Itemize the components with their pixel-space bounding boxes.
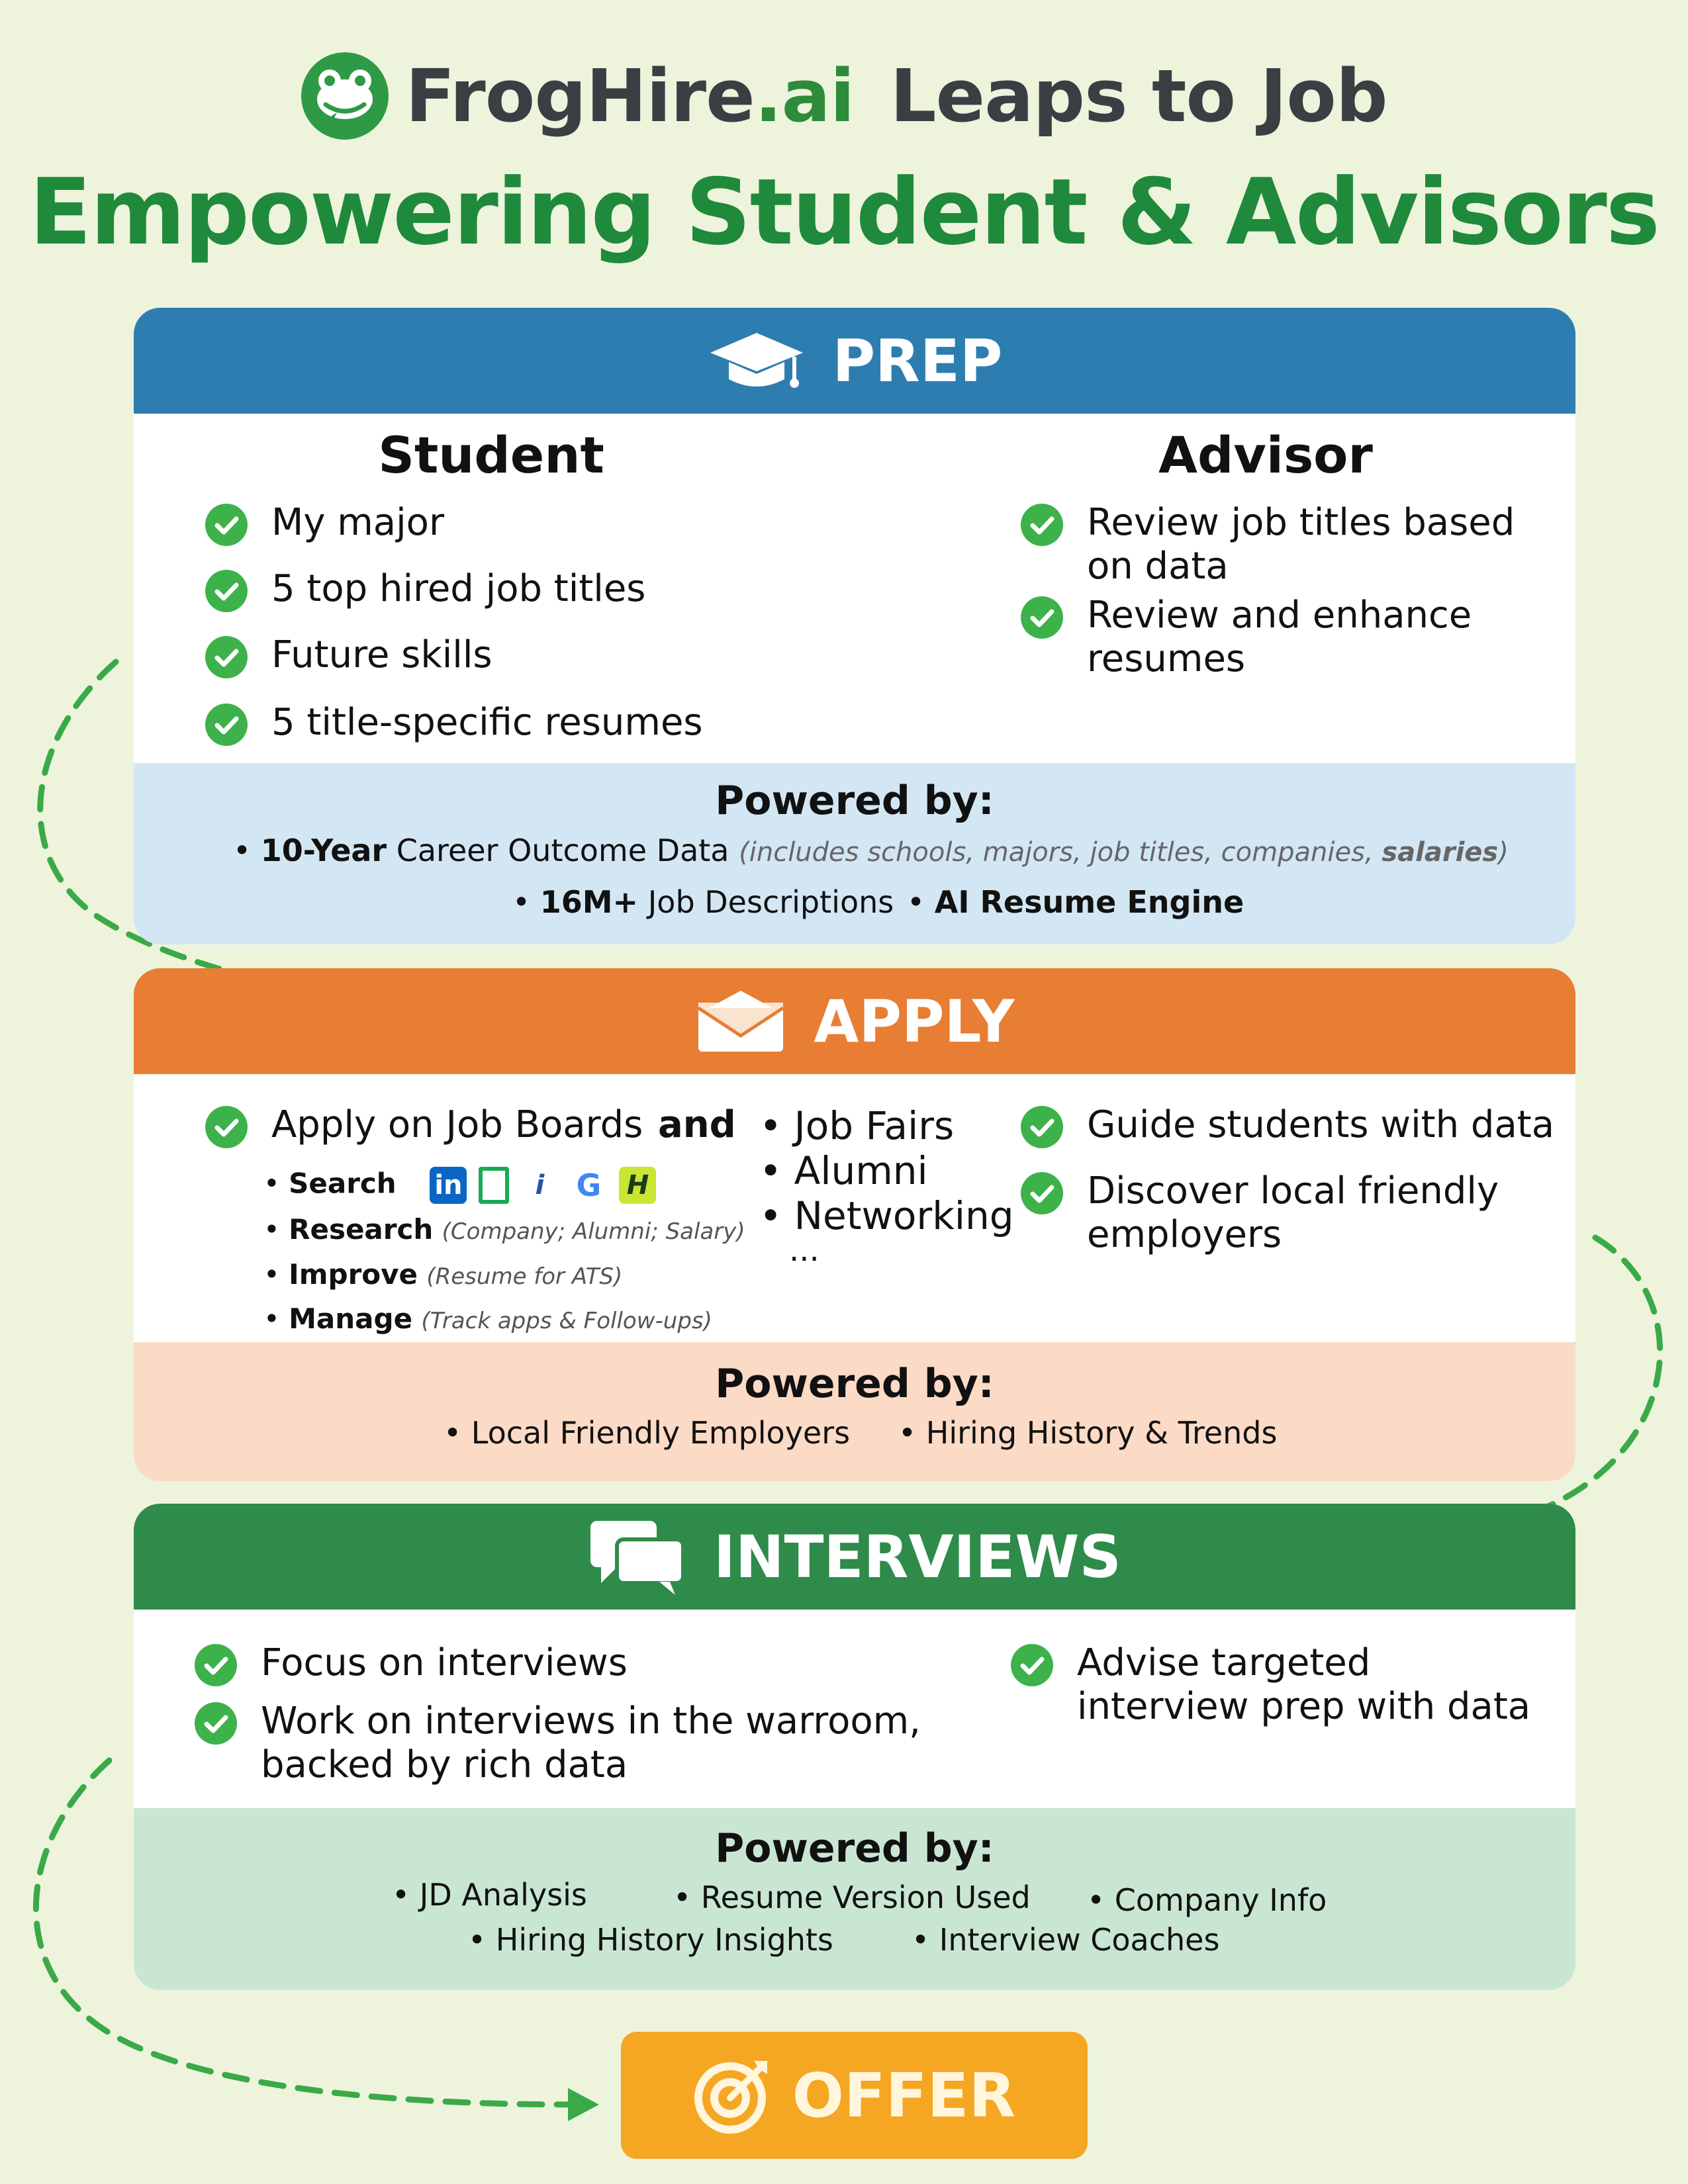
graduation-cap-icon <box>710 333 803 388</box>
interviews-student-item: Work on interviews in the warroom, backe… <box>261 1700 921 1786</box>
check-icon <box>1011 1644 1053 1686</box>
apply-main-item: Apply on Job Boards <box>271 1103 643 1146</box>
apply-powered-by: Powered by: • Local Friendly Employers •… <box>134 1342 1575 1481</box>
check-icon <box>195 1644 237 1686</box>
check-icon <box>205 636 248 678</box>
interviews-label: INTERVIEWS <box>714 1522 1121 1591</box>
check-icon <box>1021 596 1063 639</box>
target-icon <box>694 2061 767 2134</box>
student-column-title: Student <box>378 426 604 484</box>
apply-middle-item: ... <box>789 1232 820 1269</box>
check-icon <box>205 1106 248 1148</box>
powered-item: • 10-Year Career Outcome Data (includes … <box>233 833 1509 868</box>
advisor-column-title: Advisor <box>1158 426 1373 484</box>
powered-item: • 16M+ Job Descriptions <box>512 884 894 920</box>
interviews-advisor-item: Advise targeted interview prep with data <box>1077 1641 1531 1728</box>
powered-item: • Resume Version Used <box>673 1880 1031 1915</box>
check-icon <box>1021 1106 1063 1148</box>
offer-badge: OFFER <box>621 2032 1088 2159</box>
prep-advisor-item: Review job titles based on data <box>1087 501 1515 588</box>
brand-suffix: .ai <box>754 54 855 138</box>
powered-item: • Hiring History & Trends <box>898 1415 1278 1451</box>
apply-sub-manage: • Manage (Track apps & Follow-ups) <box>263 1302 712 1335</box>
powered-by-title: Powered by: <box>715 1361 994 1407</box>
apply-header: APPLY <box>134 968 1575 1074</box>
prep-advisor-item: Review and enhance resumes <box>1087 594 1472 680</box>
prep-student-item: My major <box>271 501 444 544</box>
check-icon <box>205 704 248 746</box>
brand-tagline: Leaps to Job <box>890 54 1387 138</box>
check-icon <box>1021 1172 1063 1214</box>
prep-student-item: 5 top hired job titles <box>271 567 646 610</box>
prep-label: PREP <box>832 326 1003 395</box>
interviews-card: INTERVIEWS Focus on interviews Work on i… <box>134 1504 1575 1990</box>
prep-header: PREP <box>134 308 1575 414</box>
powered-item: • Company Info <box>1087 1882 1327 1918</box>
arrowhead-offer <box>568 2088 599 2121</box>
arrow-interviews-to-offer <box>32 1757 579 2108</box>
page-title: Empowering Student & Advisors <box>29 159 1660 265</box>
apply-label: APPLY <box>814 987 1015 1056</box>
prep-student-item: 5 title-specific resumes <box>271 701 703 744</box>
apply-middle-item: • Networking <box>759 1193 1014 1238</box>
check-icon <box>195 1702 237 1745</box>
envelope-icon <box>698 991 784 1052</box>
check-icon <box>1021 504 1063 546</box>
interviews-student-item: Focus on interviews <box>261 1641 628 1684</box>
brand-header: FrogHire.ai Leaps to Job <box>0 40 1688 152</box>
powered-item: • Hiring History Insights <box>468 1922 833 1958</box>
prep-student-item: Future skills <box>271 633 492 676</box>
apply-middle-item: • Job Fairs <box>759 1103 955 1148</box>
apply-middle-item: • Alumni <box>759 1148 928 1193</box>
prep-card: PREP Student Advisor My major 5 top hire… <box>134 308 1575 944</box>
handshake-icon: H <box>619 1167 657 1204</box>
glassdoor-icon <box>479 1167 510 1204</box>
check-icon <box>205 504 248 546</box>
google-icon: G <box>570 1167 608 1204</box>
linkedin-icon: in <box>430 1167 467 1204</box>
apply-sub-research: • Research (Company; Alumni; Salary) <box>263 1213 745 1246</box>
check-icon <box>205 570 248 612</box>
prep-powered-by: Powered by: • 10-Year Career Outcome Dat… <box>134 763 1575 944</box>
offer-label: OFFER <box>792 2060 1016 2131</box>
apply-advisor-item: Guide students with data <box>1087 1103 1555 1146</box>
brand-name: FrogHire.ai <box>405 54 855 138</box>
apply-and-label: and <box>658 1103 736 1146</box>
interviews-header: INTERVIEWS <box>134 1504 1575 1610</box>
frog-logo-icon <box>301 52 389 140</box>
apply-card: APPLY Apply on Job Boards and • Search i… <box>134 968 1575 1481</box>
powered-by-title: Powered by: <box>715 778 994 824</box>
chat-bubbles-icon <box>590 1521 686 1595</box>
powered-item: • Interview Coaches <box>912 1922 1220 1958</box>
powered-item: • JD Analysis <box>392 1877 587 1913</box>
apply-sub-improve: • Improve (Resume for ATS) <box>263 1258 623 1291</box>
powered-item: • AI Resume Engine <box>907 884 1244 920</box>
apply-advisor-item: Discover local friendly employers <box>1087 1169 1499 1256</box>
powered-by-title: Powered by: <box>715 1825 994 1872</box>
indeed-icon: i <box>521 1167 559 1204</box>
interviews-powered-by: Powered by: • JD Analysis • Resume Versi… <box>134 1808 1575 1990</box>
powered-item: • Local Friendly Employers <box>444 1415 851 1451</box>
